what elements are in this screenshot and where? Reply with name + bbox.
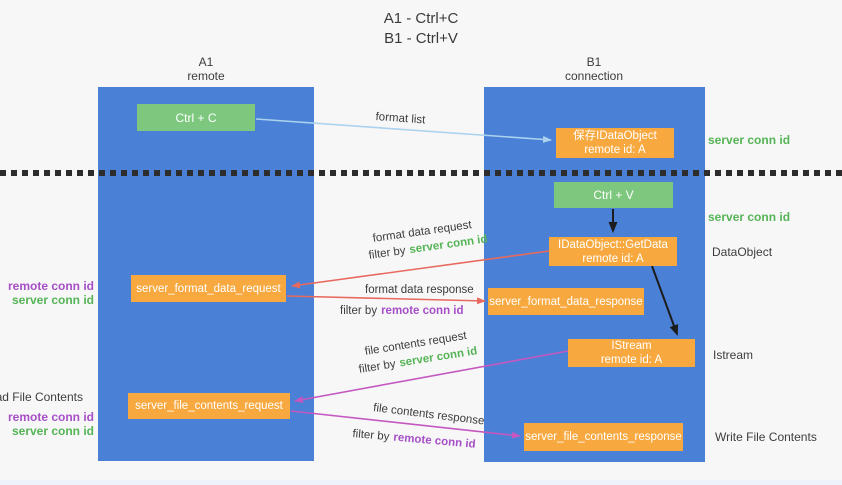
- annotation-server-conn-id-top: server conn id: [708, 133, 791, 147]
- title-line-b1: B1 - Ctrl+V: [384, 30, 458, 47]
- node-server-format-data-response: server_format_data_response: [488, 288, 644, 315]
- annotation-istream: Istream: [713, 348, 754, 362]
- node-server-format-data-request-label: server_format_data_request: [136, 282, 281, 295]
- lane-a1-name: A1: [198, 55, 214, 69]
- remote-conn-id-key: remote conn id: [381, 305, 464, 317]
- annotation-remote-conn-id-top: remote conn id: [7, 279, 94, 293]
- node-istream-line2: remote id: A: [600, 354, 663, 366]
- node-idataobject-getdata-line1: IDataObject::GetData: [558, 238, 668, 251]
- node-server-format-data-response-label: server_format_data_response: [489, 295, 643, 308]
- node-save-idataobject-line1: 保存IDataObject: [573, 130, 657, 142]
- node-ctrl-c-label: Ctrl + C: [175, 110, 217, 125]
- label-format-data-response: format data response: [365, 284, 474, 296]
- bottom-edge-strip: [0, 480, 842, 485]
- node-save-idataobject-line2: remote id: A: [584, 144, 646, 156]
- label-file-contents-response: file contents response: [372, 402, 486, 428]
- node-server-file-contents-response-label: server_file_contents_response: [525, 431, 682, 443]
- session-separator-line: [0, 170, 842, 176]
- node-server-format-data-request: server_format_data_request: [131, 275, 286, 302]
- node-server-file-contents-request-label: server_file_contents_request: [135, 400, 283, 412]
- annotation-remote-conn-id-bottom: remote conn id: [7, 410, 94, 424]
- annotation-server-conn-id-left-bottom: server conn id: [11, 424, 94, 438]
- remote-conn-id-key: remote conn id: [392, 431, 477, 451]
- node-server-file-contents-response: server_file_contents_response: [524, 423, 683, 451]
- annotation-server-conn-id-left-top: server conn id: [11, 293, 94, 307]
- node-istream-line1: IStream: [611, 340, 652, 352]
- lane-header-a1: A1 remote: [98, 55, 314, 83]
- node-idataobject-getdata-line2: remote id: A: [582, 252, 644, 265]
- node-server-file-contents-request: server_file_contents_request: [128, 393, 290, 419]
- arrow-format-data-response: [286, 295, 486, 305]
- filter-by-text: filter by: [340, 305, 378, 317]
- filter-by-text: filter by: [351, 428, 390, 444]
- annotation-read-file-contents: Read File Contents: [0, 390, 83, 404]
- lane-a1-role: remote: [187, 69, 225, 83]
- title-line-a1: A1 - Ctrl+C: [383, 10, 459, 27]
- label-format-list: format list: [375, 111, 426, 127]
- annotation-write-file-contents: Write File Contents: [715, 430, 817, 444]
- node-istream: IStream remote id: A: [568, 339, 695, 367]
- node-ctrl-c: Ctrl + C: [137, 104, 255, 131]
- node-save-idataobject: 保存IDataObject remote id: A: [556, 128, 674, 158]
- lane-b1-name: B1: [586, 55, 602, 69]
- node-ctrl-v-label: Ctrl + V: [593, 188, 634, 202]
- lane-b1-role: connection: [564, 69, 624, 83]
- annotation-dataobject: DataObject: [712, 245, 773, 259]
- filter-by-text: filter by: [368, 244, 407, 262]
- lane-header-b1: B1 connection: [484, 55, 704, 83]
- diagram-title: A1 - Ctrl+C B1 - Ctrl+V: [0, 9, 842, 49]
- annotation-server-conn-id-mid: server conn id: [708, 210, 791, 224]
- node-idataobject-getdata: IDataObject::GetData remote id: A: [549, 237, 677, 266]
- node-ctrl-v: Ctrl + V: [554, 182, 673, 208]
- filter-by-text: filter by: [358, 358, 397, 376]
